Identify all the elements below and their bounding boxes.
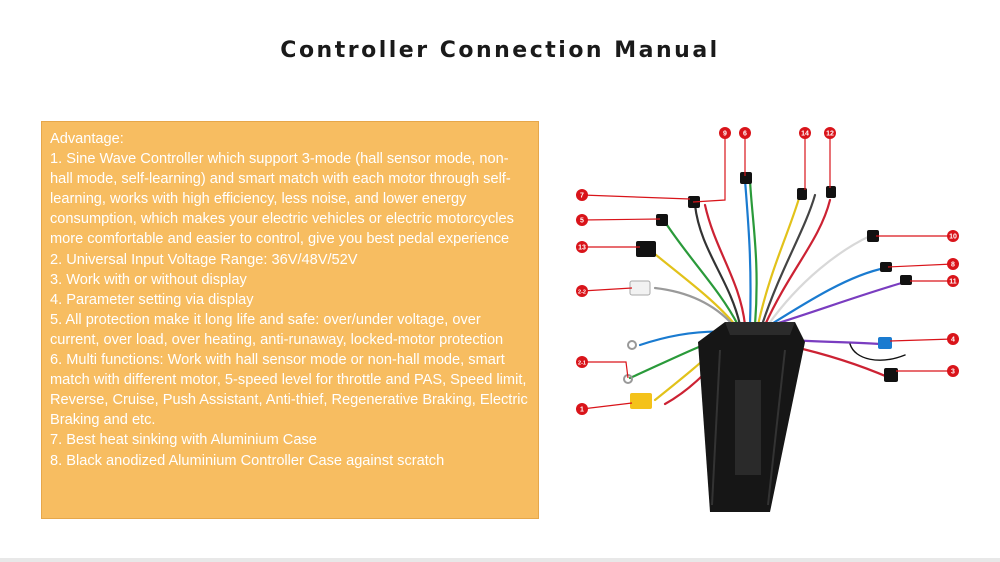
callout-lines [581,133,954,410]
advantage-item: 6. Multi functions: Work with hall senso… [50,352,528,429]
advantage-item: 8. Black anodized Aluminium Controller C… [50,452,445,469]
marker-dot [576,356,588,368]
connector-marker: 4 [947,333,959,345]
marker-label: 11 [949,279,957,286]
marker-label: 14 [801,131,809,138]
advantage-item: 1. Sine Wave Controller which support 3-… [50,151,514,248]
marker-dot [947,275,959,287]
marker-dot [799,127,811,139]
advantage-item: 5. All protection make it long life and … [50,311,504,348]
marker-label: 3 [951,369,955,376]
connector-marker: 6 [739,127,751,139]
connector-marker: 13 [576,241,588,253]
connector-marker: 12 [824,127,836,139]
marker-label: 13 [578,245,586,252]
marker-label: 10 [949,234,957,241]
marker-dot [576,214,588,226]
marker-dot [576,241,588,253]
marker-dot [576,285,588,297]
connector-marker: 1 [576,403,588,415]
connector-marker: 5 [576,214,588,226]
advantage-item: 7. Best heat sinking with Aluminium Case [50,432,317,449]
marker-label: 6 [743,131,747,138]
marker-label: 12 [826,131,834,138]
marker-dot [719,127,731,139]
marker-dot [576,403,588,415]
connector-marker: 9 [719,127,731,139]
marker-dot [739,127,751,139]
advantage-item: 3. Work with or without display [50,271,247,288]
connector-marker: 2-2 [576,285,588,297]
marker-label: 4 [951,337,955,344]
marker-label: 2-1 [578,361,586,367]
marker-dot [947,258,959,270]
marker-dot [947,230,959,242]
marker-label: 8 [951,262,955,269]
page-title: Controller Connection Manual [280,38,720,63]
marker-dot [576,189,588,201]
advantage-item: 4. Parameter setting via display [50,291,254,308]
marker-dot [947,365,959,377]
marker-label: 7 [580,193,584,200]
connector-marker: 14 [799,127,811,139]
advantages-heading: Advantage: [50,131,124,147]
connector-marker: 7 [576,189,588,201]
advantages-panel: Advantage: 1. Sine Wave Controller which… [41,121,539,519]
connector-marker: 3 [947,365,959,377]
marker-label: 5 [580,218,584,225]
callout-markers: 9 6 14 12 7 5 10 13 8 11 2-2 4 2-1 3 1 [576,127,959,415]
advantage-item: 2. Universal Input Voltage Range: 36V/48… [50,251,358,268]
connector-plugs [623,172,912,409]
marker-dot [824,127,836,139]
marker-label: 9 [723,131,727,138]
connector-marker: 11 [947,275,959,287]
wiring-harness [628,178,907,406]
footer-divider [0,558,1000,562]
marker-label: 1 [580,407,584,414]
marker-dot [947,333,959,345]
marker-label: 2-2 [578,290,586,296]
connector-marker: 10 [947,230,959,242]
controller-case [698,322,805,512]
connector-marker: 2-1 [576,356,588,368]
connector-marker: 8 [947,258,959,270]
controller-wiring-figure: 9 6 14 12 7 5 10 13 8 11 2-2 4 2-1 3 1 [576,127,959,512]
